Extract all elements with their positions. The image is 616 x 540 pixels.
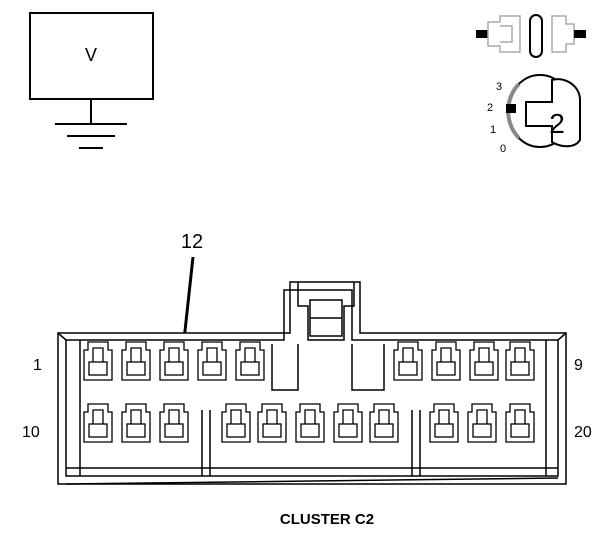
terminal-cavities [83, 341, 535, 443]
terminal-cavity [121, 403, 151, 443]
key-selected-position: 2 [549, 108, 565, 139]
key-position-label: 3 [496, 81, 502, 93]
terminal-cavity [295, 403, 325, 443]
terminal-cavity [197, 341, 227, 381]
terminal-cavity [83, 341, 113, 381]
terminal-cavity [393, 341, 423, 381]
terminal-cavity [505, 403, 535, 443]
pin-label-row1-left: 1 [33, 357, 42, 374]
terminal-cavity [431, 341, 461, 381]
terminal-cavity [333, 403, 363, 443]
terminal-cavity [369, 403, 399, 443]
terminal-cavity [221, 403, 251, 443]
pin-label-row2-right: 20 [574, 424, 592, 441]
fuse-removed-icon [476, 14, 586, 58]
key-position-label: 1 [490, 124, 496, 136]
terminal-cavity [159, 341, 189, 381]
ground-icon [55, 99, 127, 149]
key-position-label: 2 [487, 102, 493, 114]
pin-label-row2-left: 10 [22, 424, 40, 441]
terminal-cavity [235, 341, 265, 381]
connector-body [57, 281, 567, 485]
pin-label-row1-right: 9 [574, 357, 583, 374]
terminal-cavity [257, 403, 287, 443]
ignition-key-icon: 3 2 1 0 2 [487, 74, 581, 155]
connector-title: CLUSTER C2 [280, 511, 374, 528]
voltmeter-box [29, 12, 154, 100]
terminal-cavity [83, 403, 113, 443]
key-position-label: 0 [500, 143, 506, 155]
terminal-cavity [429, 403, 459, 443]
terminal-cavity [469, 341, 499, 381]
terminal-cavity [121, 341, 151, 381]
terminal-cavity [505, 341, 535, 381]
callout-pin-number: 12 [181, 231, 203, 253]
voltmeter: V [29, 12, 154, 149]
voltmeter-symbol: V [85, 45, 97, 65]
terminal-cavity [159, 403, 189, 443]
terminal-cavity [467, 403, 497, 443]
